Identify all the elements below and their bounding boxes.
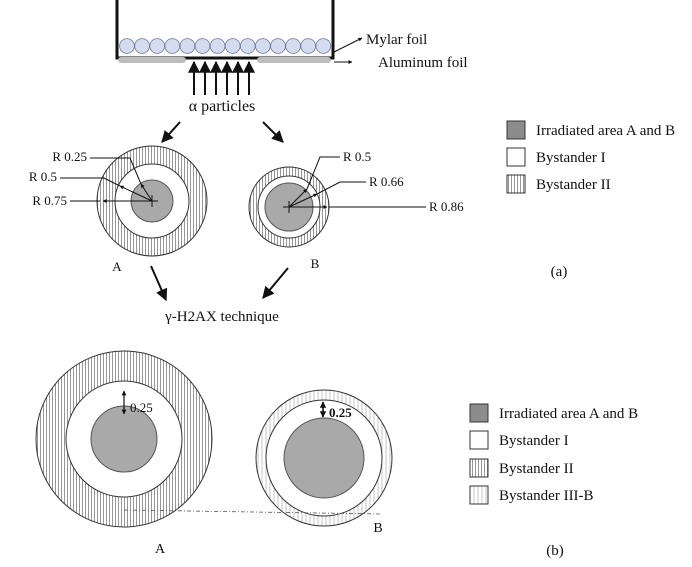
aluminum-foil-left	[118, 57, 186, 63]
radius-label-0-86: R 0.86	[429, 199, 464, 214]
alpha-particles-label: α particles	[189, 98, 256, 115]
dish-b-label: B	[311, 256, 320, 271]
arrow-from-dish-a	[150, 265, 168, 302]
radius-label-0-66: R 0.66	[369, 174, 404, 189]
cell-bead	[134, 38, 150, 54]
radius-label-0-5: R 0.5	[343, 149, 371, 164]
cell-bead	[270, 38, 286, 54]
alpha-particle-arrows	[188, 60, 255, 95]
legend-a: Irradiated area A and B Bystander I Byst…	[506, 120, 675, 194]
cell-bead	[315, 38, 332, 54]
legend-swatch-irradiated	[469, 403, 489, 423]
radius-line-0-25	[140, 183, 153, 202]
leader-0-25	[90, 157, 142, 185]
legend-swatch-bystander-ii	[506, 174, 526, 194]
irradiated-area	[90, 405, 158, 473]
cell-monolayer	[119, 38, 332, 54]
legend-swatch-bystander-iii-b	[469, 485, 489, 505]
cell-bead	[164, 38, 181, 54]
dish-container	[115, 0, 335, 60]
dish-b-large: 0.25 B	[255, 389, 393, 536]
legend-label-bystander-iii-b: Bystander III-B	[499, 488, 594, 504]
dish-a-label: A	[155, 542, 166, 557]
arrow-from-dish-b	[262, 267, 289, 299]
cell-bead	[255, 38, 271, 54]
legend-label-bystander-ii: Bystander II	[536, 177, 611, 193]
cell-bead	[179, 38, 196, 54]
cell-bead	[149, 38, 166, 54]
irradiated-area	[283, 417, 365, 499]
leader-0-5	[306, 156, 340, 190]
panel-b: 0.25 A 0.25 B Irradiated area A and B By…	[35, 350, 638, 559]
legend-swatch-irradiated	[506, 120, 526, 140]
dish-b-label: B	[373, 521, 382, 536]
radius-line-0-66	[288, 193, 318, 208]
leader-0-66	[316, 181, 366, 195]
legend-swatch-bystander-ii	[469, 458, 489, 478]
cell-bead	[119, 38, 135, 54]
aluminum-foil-label: Aluminum foil	[378, 55, 468, 71]
legend-swatch-bystander-i	[506, 147, 526, 167]
leader-0-5	[60, 177, 121, 187]
legend-b: Irradiated area A and B Bystander I Byst…	[469, 403, 638, 505]
radius-line-0-5	[119, 185, 153, 202]
legend-label-bystander-i: Bystander I	[499, 433, 569, 449]
dash-dot-connector	[123, 509, 383, 515]
legend-label-irradiated: Irradiated area A and B	[536, 123, 675, 139]
legend-label-irradiated: Irradiated area A and B	[499, 406, 638, 422]
dish-b-small: R 0.5 R 0.66 R 0.86 B	[248, 149, 464, 271]
panel-a: R 0.25 R 0.5 R 0.75 A R 0.5 R 0.66 R 0.8…	[29, 120, 675, 325]
aluminum-foil-right	[257, 57, 331, 63]
arrow-to-dish-a	[161, 121, 181, 143]
cell-bead	[300, 38, 317, 54]
gap-label: 0.25	[130, 400, 153, 415]
dish-a-label: A	[112, 259, 122, 274]
cell-bead	[194, 38, 211, 54]
arrow-to-dish-b	[262, 121, 284, 143]
radius-label-0-25: R 0.25	[52, 149, 87, 164]
panel-a-label: (a)	[551, 264, 568, 280]
cell-bead	[285, 38, 301, 54]
legend-swatch-bystander-i	[469, 430, 489, 450]
cell-bead	[224, 38, 241, 54]
radius-label-0-75: R 0.75	[32, 193, 67, 208]
technique-label: γ-H2AX technique	[164, 309, 279, 325]
gap-label: 0.25	[329, 405, 352, 420]
dish-a-small: R 0.25 R 0.5 R 0.75 A	[29, 145, 208, 274]
cell-bead	[209, 38, 226, 54]
legend-label-bystander-ii: Bystander II	[499, 461, 574, 477]
legend-label-bystander-i: Bystander I	[536, 150, 606, 166]
irradiation-setup: Mylar foil Aluminum foil α particles	[115, 0, 468, 115]
cell-bead	[240, 38, 256, 54]
panel-b-label: (b)	[546, 543, 564, 559]
radius-line-0-5	[288, 188, 308, 208]
mylar-foil-label: Mylar foil	[366, 32, 427, 48]
radius-label-0-5: R 0.5	[29, 169, 57, 184]
dish-a-large: 0.25 A	[35, 350, 213, 557]
mylar-pointer-arrow	[333, 37, 363, 53]
